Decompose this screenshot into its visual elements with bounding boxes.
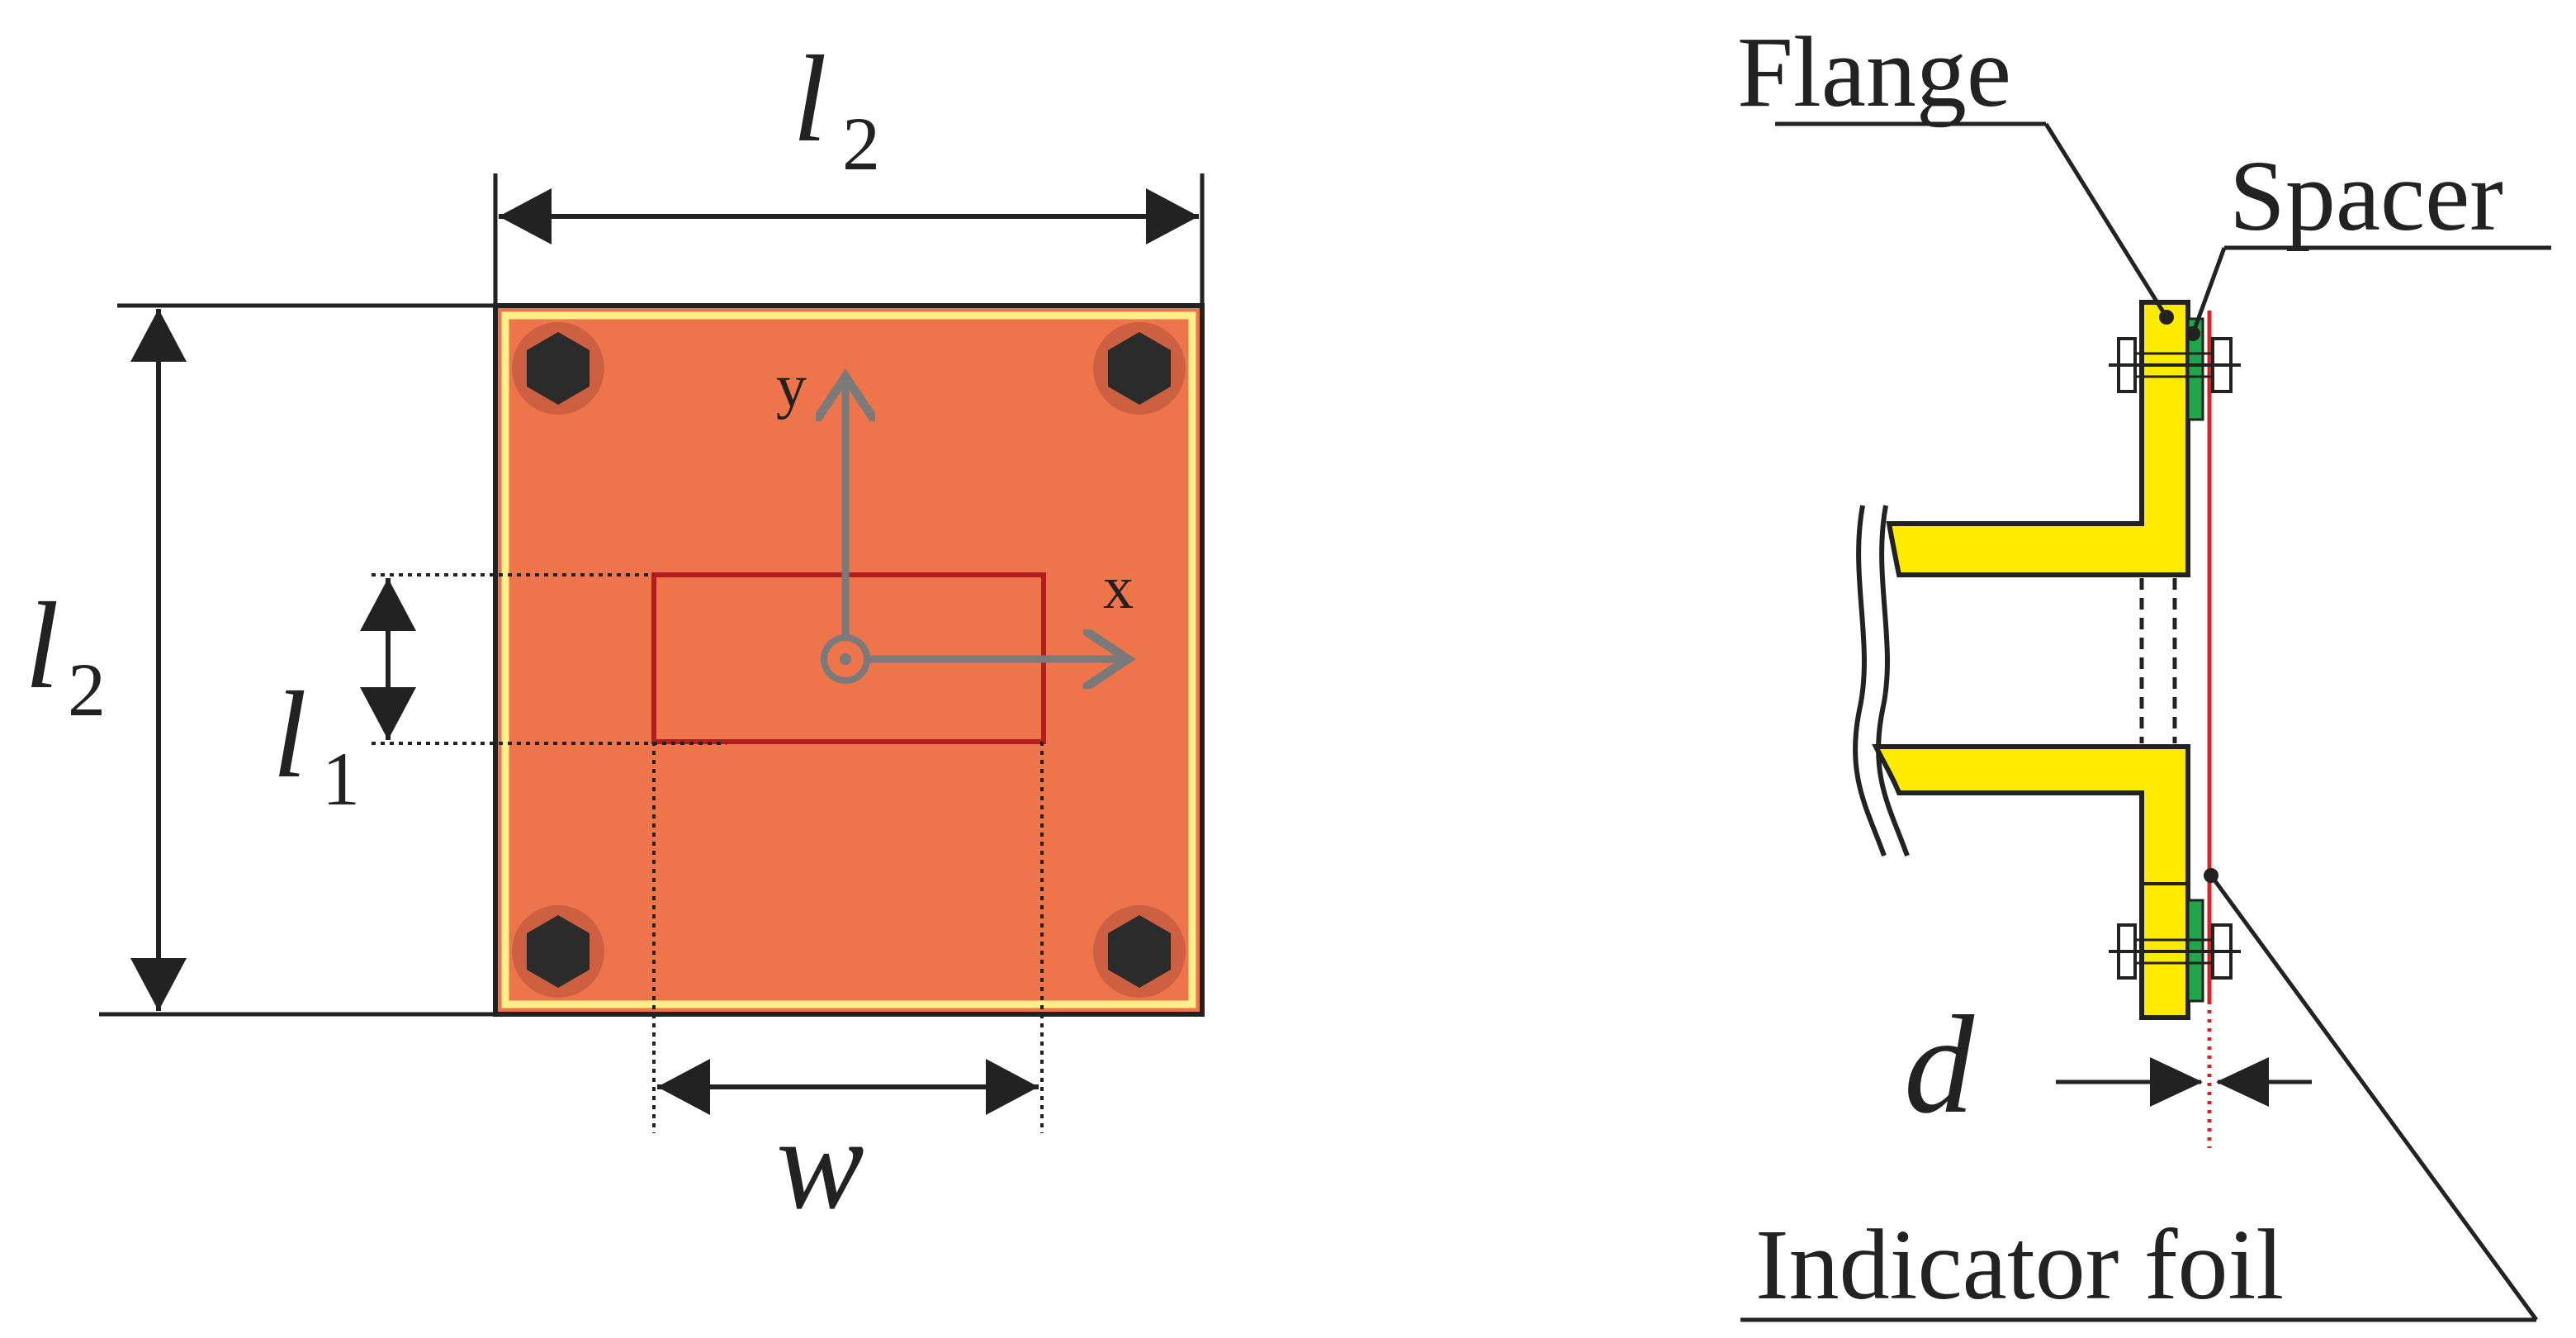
arrowhead-top-right (1146, 188, 1199, 244)
front-view: y x l 2 l 2 l 1 w (25, 31, 1205, 1236)
dim-slot-height-symbol: l (272, 667, 307, 804)
hex-bolt-icon (1093, 905, 1186, 998)
dim-slot-height-subscript: 1 (322, 737, 360, 821)
leader-foil (2209, 874, 2539, 1321)
arrowhead-d-right (2216, 1057, 2269, 1107)
indicator-foil-label: Indicator foil (1755, 1209, 2284, 1321)
arrowhead-w-right (986, 1059, 1039, 1115)
axis-y-label: y (776, 353, 807, 420)
arrowhead-w-left (657, 1059, 710, 1115)
flange-upper (1886, 300, 2190, 577)
flange-label: Flange (1737, 17, 2011, 128)
hex-bolt-icon (1093, 322, 1186, 415)
hex-bolt-icon (512, 905, 604, 998)
dim-label-gap: d (1904, 987, 1975, 1142)
hex-bolt-icon (512, 322, 604, 415)
side-view: Flange Spacer Indicator foil d (1737, 17, 2551, 1322)
dim-top-symbol: l (793, 31, 827, 168)
leader-flange (2043, 122, 2169, 319)
arrowhead-slot-top (360, 578, 416, 631)
arrowhead-d-left (2150, 1057, 2203, 1107)
spacer-upper (2186, 317, 2204, 421)
arrowhead-top-left (499, 188, 552, 244)
spacer-label: Spacer (2229, 140, 2503, 252)
dim-top-subscript: 2 (842, 102, 880, 186)
dim-left-symbol: l (25, 577, 59, 714)
leader-foil-dot (2204, 868, 2218, 883)
break-line-icon (1876, 505, 1910, 857)
leader-spacer-dot (2185, 326, 2200, 341)
dim-label-slot-height: l 1 (272, 667, 360, 821)
arrowhead-left-top (130, 309, 187, 362)
plate-inner-border (501, 311, 1196, 1008)
arrowhead-slot-bottom (360, 687, 416, 740)
dim-label-left: l 2 (25, 577, 106, 732)
bolt-nut-icon (2109, 337, 2241, 393)
dim-left-subscript: 2 (68, 648, 106, 732)
break-line-icon (1853, 505, 1887, 857)
axis-x-label: x (1103, 554, 1134, 622)
flange-lower (1872, 744, 2190, 1020)
dim-label-top: l 2 (793, 31, 880, 186)
dim-label-slot-width: w (776, 1089, 864, 1236)
leader-flange-dot (2159, 310, 2174, 325)
bolt-nut-icon (2109, 923, 2241, 980)
arrowhead-left-bottom (130, 958, 187, 1011)
leader-spacer (2190, 247, 2227, 334)
circle-dot-icon (821, 634, 870, 684)
